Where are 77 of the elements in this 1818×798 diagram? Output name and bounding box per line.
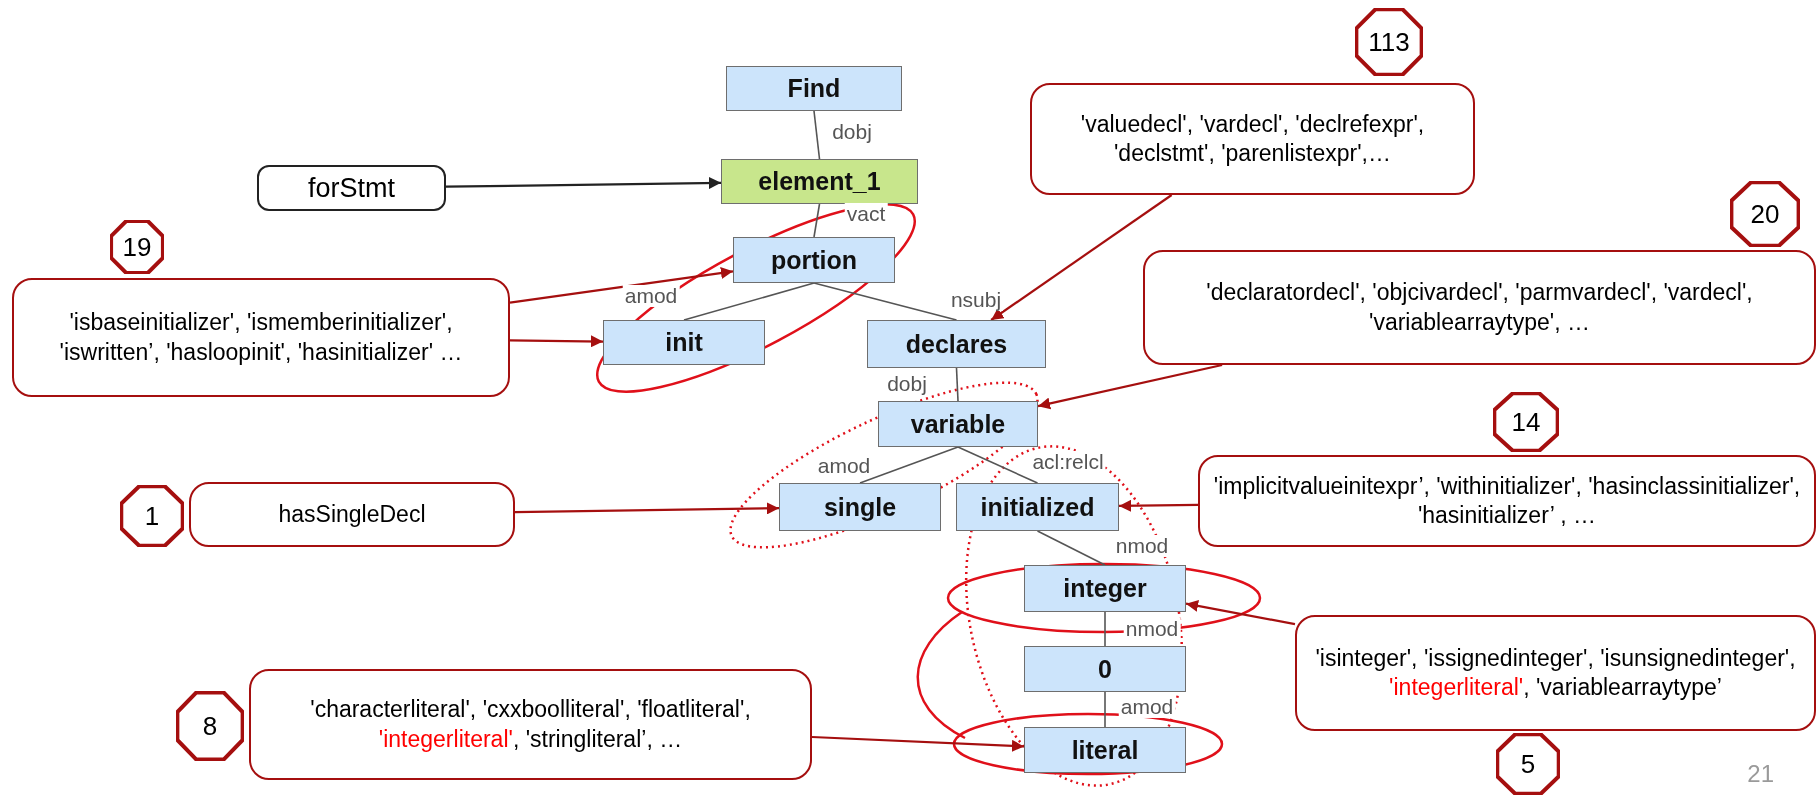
tree-link-line — [683, 282, 815, 321]
edge-label: amod — [622, 285, 680, 307]
callout-box — [1295, 615, 1816, 731]
callout-box — [189, 482, 515, 547]
term-label: declares — [905, 329, 1008, 359]
tree-link-line — [813, 203, 821, 238]
callout-text: 'characterliteral', 'cxxboolliteral', 'floatliteral', 'integerliteral', 'stringliteral’, … — [309, 695, 752, 754]
count-octagon — [1493, 392, 1559, 452]
term-box — [1024, 565, 1186, 612]
arrow — [1119, 499, 1198, 512]
tree-link-line — [813, 110, 821, 160]
callout-text: 'valuedecl', 'vardecl', 'declrefexpr', 'declstmt', 'parenlistexpr',… — [1079, 109, 1426, 168]
tree-link-line — [859, 446, 959, 484]
term-box — [1024, 646, 1186, 692]
tree-link-line — [955, 367, 959, 402]
term-box — [733, 237, 895, 283]
term-box — [878, 401, 1038, 447]
term-label: element_1 — [758, 167, 881, 196]
arrow — [446, 177, 721, 190]
count-octagon — [110, 220, 164, 274]
term-label: single — [823, 492, 897, 522]
callout-box — [1143, 250, 1816, 365]
callout-text: 'isinteger', 'issignedinteger', 'isunsignedinteger', 'integerliteral', 'variablearraytype’ — [1314, 643, 1797, 702]
term-label: Find — [787, 74, 841, 103]
edge-label: dobj — [885, 373, 929, 395]
count-number: 20 — [1750, 198, 1780, 230]
callout-box — [1198, 455, 1816, 547]
count-octagon — [176, 691, 244, 761]
term-box — [956, 483, 1119, 531]
count-octagon — [1355, 8, 1423, 76]
callout-text: hasSingleDecl — [278, 499, 426, 529]
tree-link-line — [1104, 611, 1106, 647]
tree-link-line — [957, 446, 1039, 484]
term-label: portion — [770, 245, 858, 275]
term-label: 0 — [1098, 654, 1112, 684]
term-box — [603, 320, 765, 365]
arrow — [1185, 600, 1296, 626]
term-box — [726, 66, 902, 111]
count-number: 14 — [1511, 406, 1541, 438]
count-octagon — [1496, 733, 1560, 795]
term-box — [1024, 727, 1186, 773]
term-label: variable — [910, 409, 1006, 439]
term-label: literal — [1071, 735, 1139, 765]
callout-box — [257, 165, 446, 211]
count-octagon — [1730, 181, 1800, 247]
arrow — [515, 502, 779, 515]
term-label: integer — [1063, 574, 1147, 603]
count-number: 113 — [1368, 26, 1410, 58]
arrow — [510, 335, 603, 348]
count-number: 8 — [202, 710, 218, 742]
arrow — [1037, 363, 1223, 410]
edge-label: dobj — [830, 121, 874, 143]
callout-box — [249, 669, 812, 780]
tree-link-line — [1036, 530, 1106, 566]
term-box — [779, 483, 941, 531]
highlighted-term-box — [721, 159, 918, 204]
edge-label: acl:relcl — [1030, 451, 1106, 473]
term-label: init — [665, 328, 703, 357]
term-box — [867, 320, 1046, 368]
term-label: initialized — [980, 492, 1095, 522]
arrow — [990, 194, 1173, 321]
tree-link-line — [813, 282, 958, 321]
callout-box — [1030, 83, 1475, 195]
callout-text: 'isbaseinitializer', 'ismemberinitializer', 'iswritten’, 'hasloopinit', 'hasinitializer' … — [58, 308, 464, 367]
count-octagon — [120, 485, 184, 547]
arrow — [811, 735, 1025, 752]
count-number: 5 — [1520, 748, 1536, 780]
callout-text: 'implicitvalueinitexpr’, 'withinitializer', 'hasinclassinitializer', 'hasinitializer’ , … — [1212, 471, 1802, 530]
callout-text: forStmt — [308, 172, 395, 204]
edge-label: amod — [1118, 696, 1176, 718]
arrow — [509, 267, 734, 304]
tree-link-line — [1104, 691, 1106, 728]
count-number: 1 — [144, 500, 160, 532]
count-number: 19 — [122, 231, 152, 263]
callout-text: 'declaratordecl', 'objcivardecl', 'parmvardecl', 'vardecl', 'variablearraytype', … — [1205, 278, 1754, 337]
callout-box — [12, 278, 510, 397]
page-number: 21 — [1747, 760, 1774, 788]
